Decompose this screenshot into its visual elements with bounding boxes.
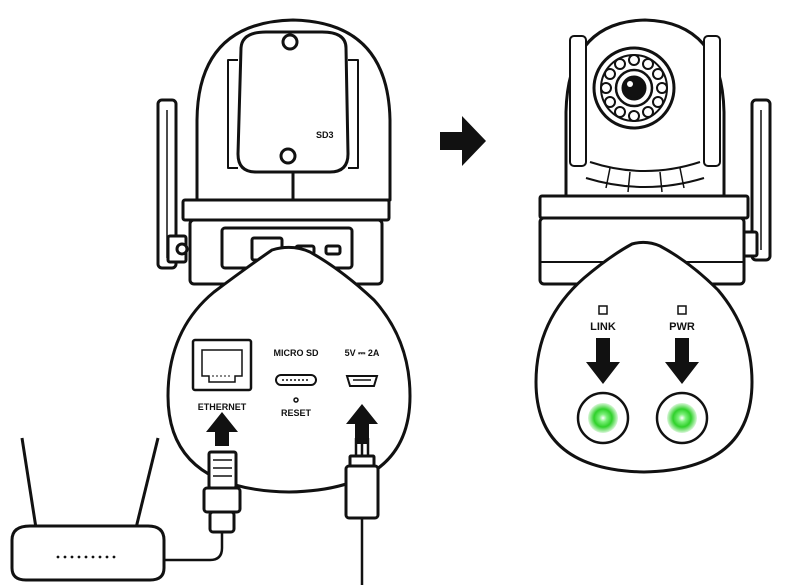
link-indicator-window: [598, 305, 608, 315]
link-led: [576, 391, 630, 445]
pwr-arrow-icon: [665, 338, 699, 384]
next-step-arrow-icon: [440, 116, 486, 166]
camera-rear-view: SD3: [156, 18, 392, 286]
power-input-label: 5V ⎓ 2A: [345, 348, 380, 358]
ethernet-cable: [150, 450, 242, 562]
camera-rear-head: SD3: [195, 18, 392, 202]
pwr-led: [655, 391, 709, 445]
micro-usb-power-port: [345, 375, 379, 387]
ethernet-port: [191, 338, 253, 392]
indicator-callout: LINK PWR: [534, 240, 754, 474]
pwr-label: PWR: [669, 321, 695, 333]
camera-badge: SD3: [316, 130, 334, 140]
power-cable: [344, 438, 380, 585]
link-label: LINK: [590, 321, 616, 333]
ethernet-label: ETHERNET: [198, 402, 247, 412]
power-arrow-icon: [346, 404, 378, 444]
ir-led-ring: [600, 54, 668, 122]
ethernet-arrow-icon: [206, 412, 238, 446]
reset-label: RESET: [281, 408, 312, 418]
rear-panel-callout: ETHERNET MICRO SD RESET 5V ⎓ 2A: [166, 245, 412, 494]
camera-rear-antenna: [156, 98, 189, 270]
microsd-label: MICRO SD: [274, 348, 320, 358]
link-arrow-icon: [586, 338, 620, 384]
microsd-slot: [275, 374, 317, 386]
router: [10, 437, 166, 582]
router-status-leds: [56, 555, 116, 559]
reset-pinhole: [293, 397, 299, 403]
pwr-indicator-window: [677, 305, 687, 315]
